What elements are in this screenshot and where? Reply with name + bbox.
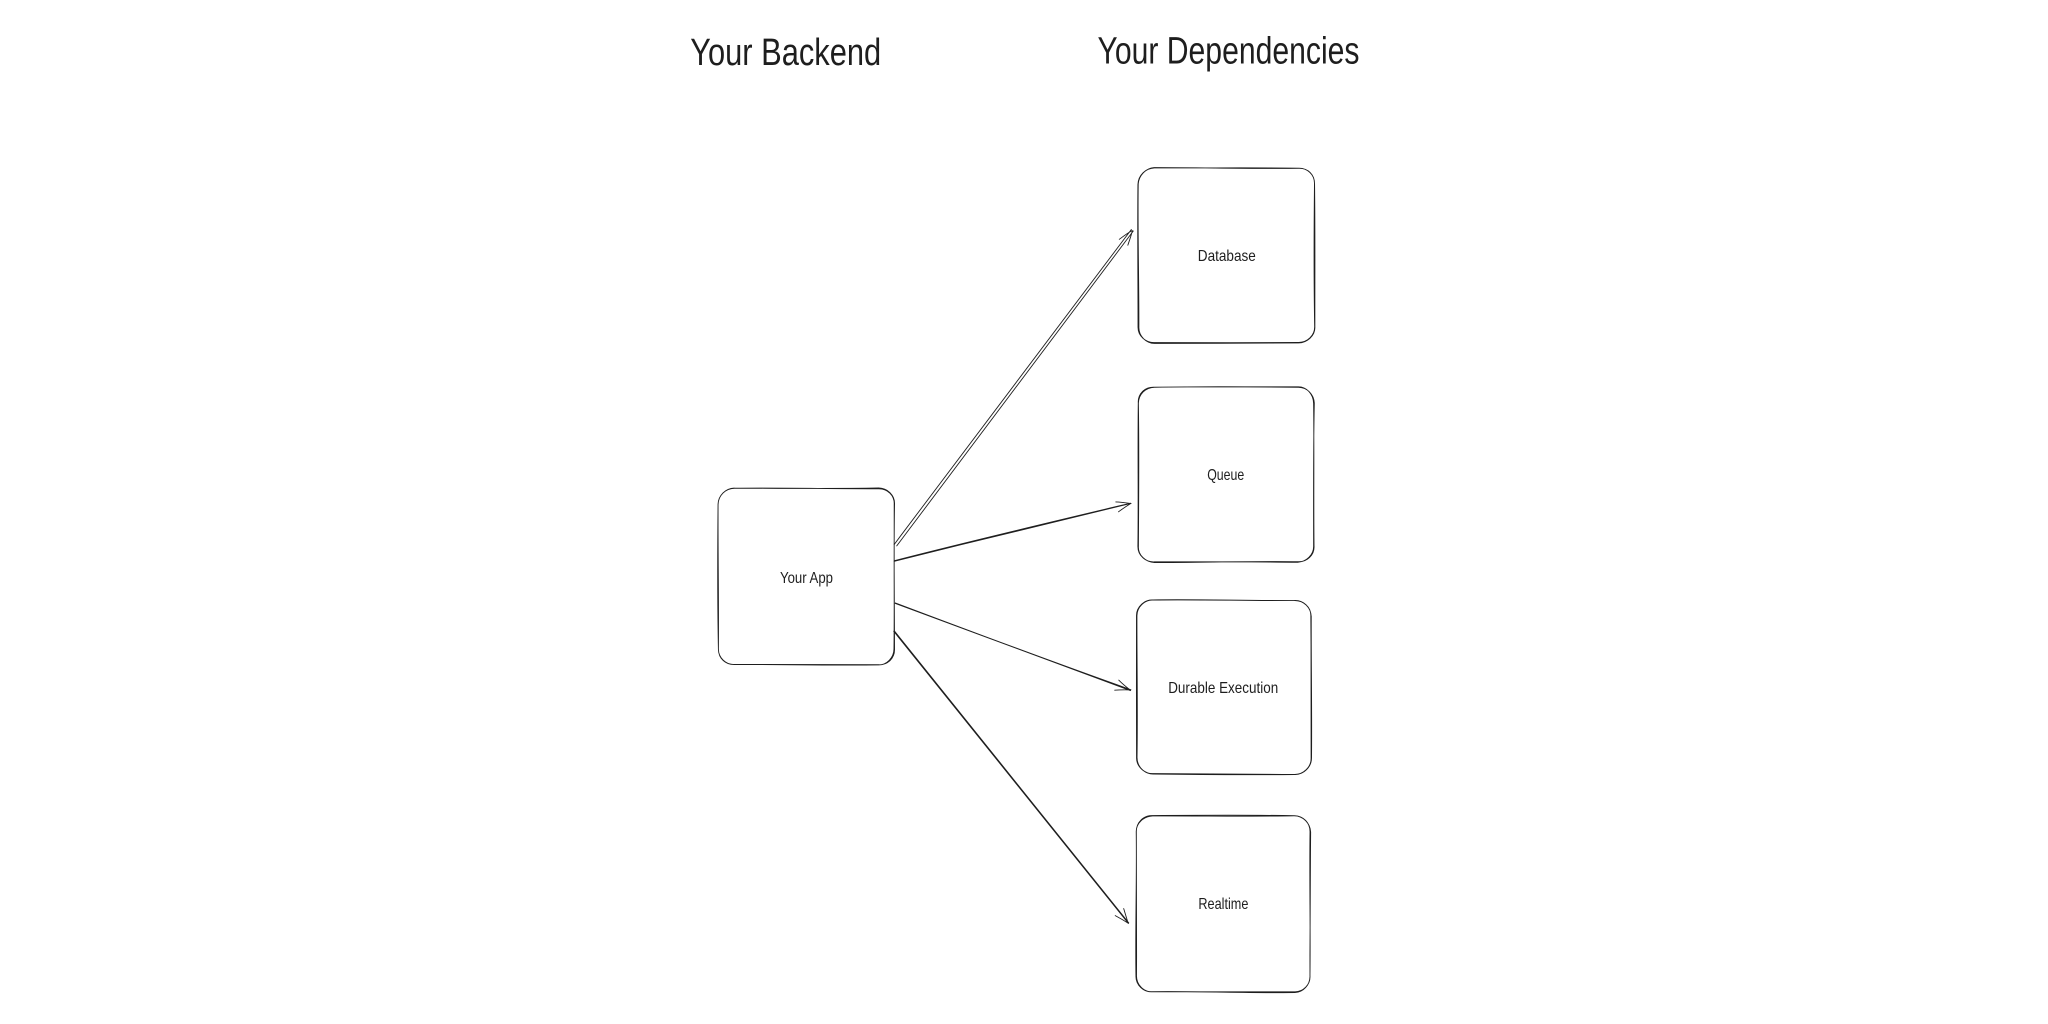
svg-text:Realtime: Realtime: [1198, 896, 1248, 913]
svg-text:Your App: Your App: [780, 570, 833, 587]
svg-text:Durable Execution: Durable Execution: [1168, 680, 1278, 697]
svg-text:Your Dependencies: Your Dependencies: [1098, 31, 1360, 73]
svg-text:Queue: Queue: [1207, 467, 1244, 484]
svg-text:Database: Database: [1198, 248, 1256, 265]
svg-text:Your Backend: Your Backend: [690, 32, 881, 74]
